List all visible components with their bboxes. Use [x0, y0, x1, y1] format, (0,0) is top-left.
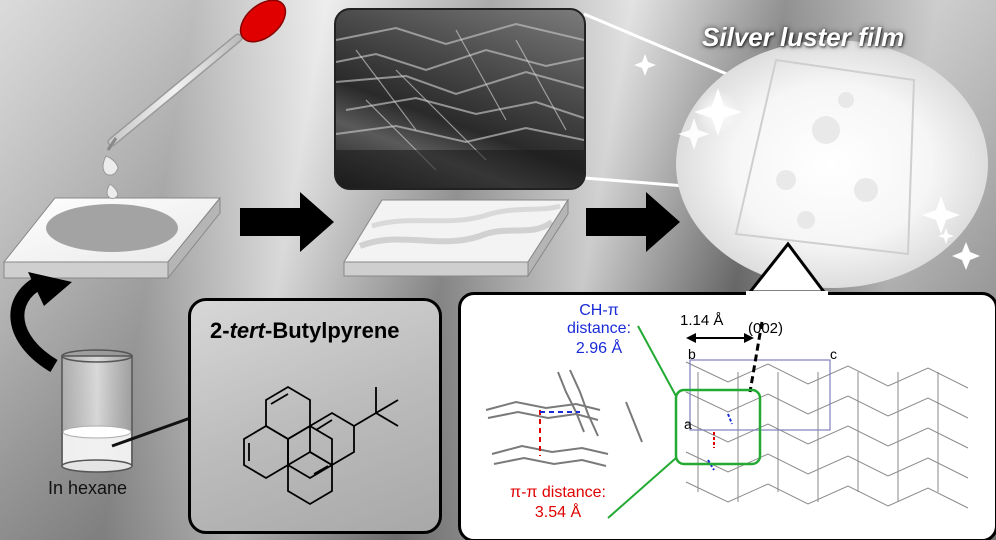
- shift-label: 1.14 Å: [680, 312, 724, 329]
- compound-name: 2-tert-Butylpyrene: [210, 318, 400, 343]
- ch-pi-value: 2.96 Å: [575, 340, 623, 357]
- process-arrow-2: [586, 192, 680, 252]
- solution-puddle: [46, 204, 178, 252]
- molecular-dimer: [485, 369, 643, 467]
- sparkle-icon: [938, 228, 954, 244]
- ch-pi-label-1: CH-π: [579, 302, 619, 319]
- callout-pointer: [746, 241, 828, 297]
- axis-c-label: c: [830, 346, 837, 362]
- packing-lattice: [685, 361, 969, 509]
- crystal-structure-box: [458, 292, 996, 540]
- solvent-label: In hexane: [48, 478, 128, 498]
- silver-film-square: [734, 58, 916, 256]
- sparkle-icon: [952, 242, 980, 270]
- silver-film-glow: [676, 40, 988, 288]
- crystal-packing-diagram: [485, 321, 969, 519]
- ch-pi-label-2: distance:: [566, 320, 632, 337]
- pi-pi-label: π-π distance:: [510, 484, 606, 501]
- sem-micrograph: [334, 8, 586, 190]
- sparkle-icon: [678, 118, 710, 150]
- compound-structure-box: [188, 298, 442, 534]
- process-arrow-1: [240, 192, 334, 252]
- pyrene-structure: [243, 385, 399, 506]
- sparkle-group: [634, 54, 980, 270]
- axis-b-label: b: [688, 346, 696, 362]
- sparkle-icon: [634, 54, 656, 76]
- plane-line: [748, 321, 764, 393]
- beaker-callout-line: [111, 414, 197, 448]
- dropper-bulb: [239, 0, 287, 43]
- highlight-box: [674, 388, 762, 466]
- glass-substrate-2: [343, 198, 569, 278]
- pi-pi-value: 3.54 Å: [534, 504, 582, 521]
- droplet: [102, 155, 119, 176]
- film-title: Silver luster film: [702, 22, 905, 52]
- hexane-beaker: [61, 349, 133, 473]
- plane-label: (002): [748, 320, 784, 337]
- dropper-pipette: [102, 0, 287, 199]
- sparkle-icon: [922, 196, 960, 234]
- glass-substrate-1: [2, 196, 222, 280]
- curved-arrow: [10, 275, 58, 373]
- axis-a-label: a: [684, 416, 692, 432]
